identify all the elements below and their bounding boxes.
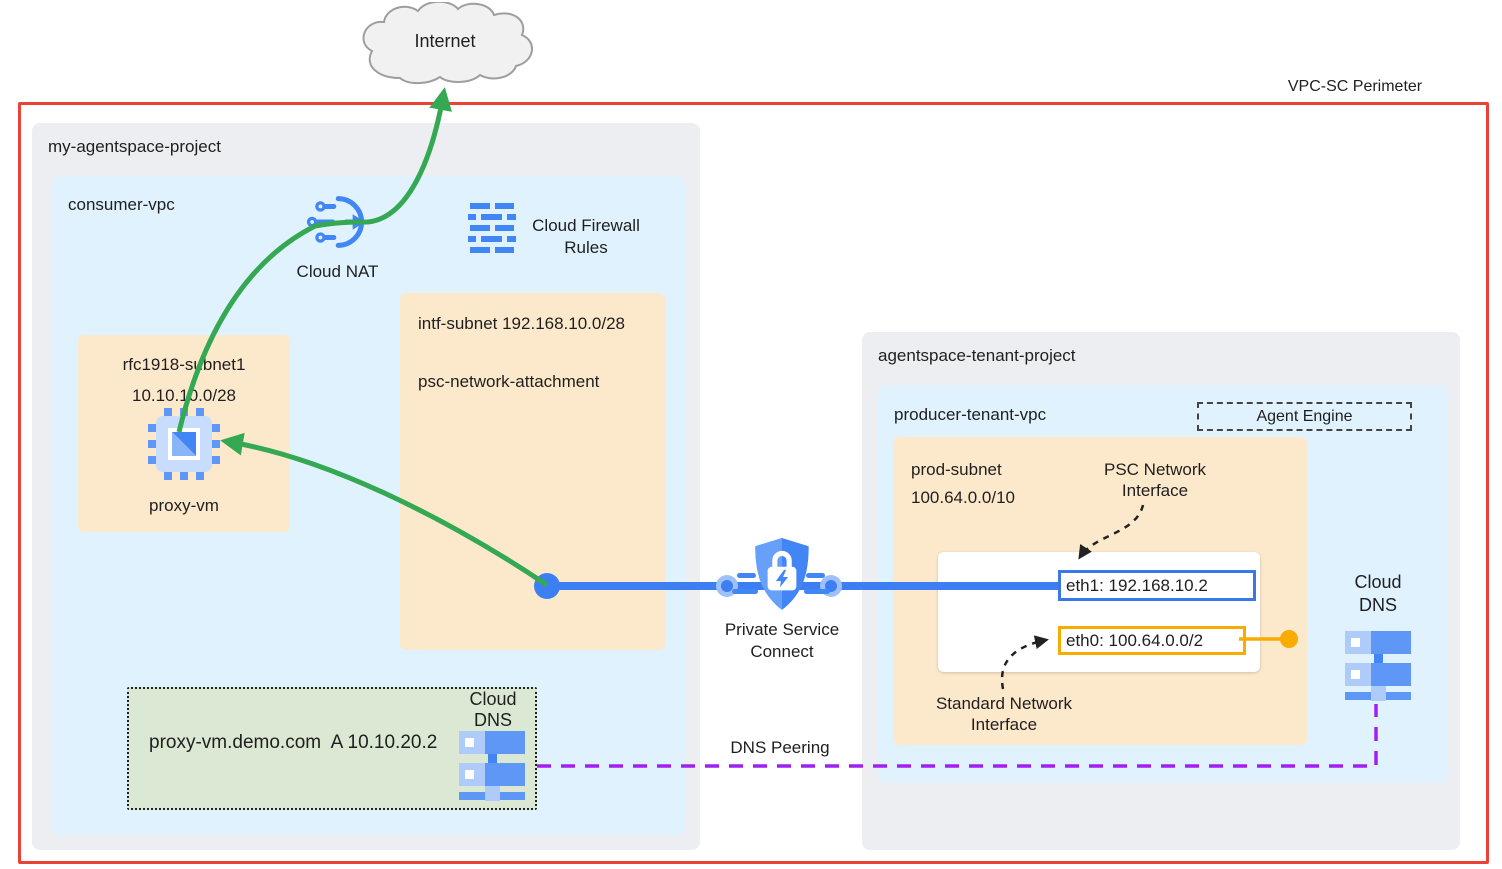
tenant-cloud-dns-label: Cloud DNS — [1337, 571, 1419, 617]
psc-nic-annotation-line1: PSC Network — [1103, 460, 1207, 479]
rfc1918-subnet-cidr: 10.10.10.0/28 — [132, 386, 236, 405]
internet-cloud-icon — [350, 2, 542, 86]
intf-subnet-label: intf-subnet 192.168.10.0/28 — [418, 314, 625, 333]
tenant-cloud-dns-label-line1: Cloud — [1354, 572, 1402, 592]
private-service-connect-label-line1: Private Service — [724, 620, 840, 639]
psc-nic-annotation: PSC Network Interface — [1075, 459, 1235, 501]
dns-zone-cloud-dns-label-line2: DNS — [473, 710, 512, 730]
internet-label: Internet — [414, 31, 476, 51]
proxy-vm-label: proxy-vm — [149, 496, 219, 515]
dns-zone-cloud-dns-label-line1: Cloud — [469, 689, 517, 709]
private-service-connect-label: Private Service Connect — [711, 619, 853, 663]
consumer-vpc-title: consumer-vpc — [68, 195, 175, 214]
tenant-cloud-dns-label-line2: DNS — [1358, 595, 1397, 615]
cloud-dns-icon-left — [459, 731, 525, 802]
dns-private-zone-box: proxy-vm.demo.com A 10.10.20.2 Cloud DNS — [127, 687, 537, 810]
producer-tenant-vpc-title: producer-tenant-vpc — [894, 405, 1047, 424]
psc-network-attachment-label: psc-network-attachment — [418, 372, 600, 391]
cloud-nat-label: Cloud NAT — [296, 262, 379, 281]
firewall-rules-label-line2: Rules — [564, 238, 608, 257]
standard-nic-annotation-line2: Interface — [970, 715, 1038, 734]
dns-zone-cloud-dns-label: Cloud DNS — [429, 689, 557, 731]
firewall-rules-label-line1: Cloud Firewall — [532, 216, 640, 235]
prod-subnet-cidr: 100.64.0.0/10 — [911, 488, 1015, 507]
tenant-project-title: agentspace-tenant-project — [878, 346, 1076, 365]
rfc1918-subnet-name: rfc1918-subnet1 — [122, 355, 246, 374]
firewall-rules-icon — [468, 203, 516, 255]
vpc-sc-perimeter-box — [18, 102, 1489, 864]
private-service-connect-icon — [749, 536, 815, 614]
compute-vm-chip-icon — [148, 408, 220, 480]
eth0-interface-box: eth0: 100.64.0.0/2 — [1058, 626, 1246, 655]
prod-subnet-name: prod-subnet — [911, 460, 1002, 479]
cloud-nat-icon — [306, 192, 366, 252]
cloud-dns-icon-right — [1345, 631, 1411, 702]
standard-nic-annotation-line1: Standard Network — [935, 694, 1073, 713]
eth1-interface-box: eth1: 192.168.10.2 — [1058, 570, 1256, 601]
vpc-sc-perimeter-label: VPC-SC Perimeter — [1287, 78, 1423, 95]
private-service-connect-label-line2: Connect — [750, 642, 814, 661]
standard-nic-annotation: Standard Network Interface — [920, 693, 1088, 735]
consumer-project-title: my-agentspace-project — [48, 137, 221, 156]
intf-subnet-box: intf-subnet 192.168.10.0/28 psc-network-… — [400, 293, 665, 650]
psc-nic-annotation-line2: Interface — [1121, 481, 1189, 500]
dns-record-text: proxy-vm.demo.com A 10.10.20.2 — [149, 732, 438, 753]
agent-engine-frame: Agent Engine — [1197, 402, 1412, 431]
dns-peering-label: DNS Peering — [730, 738, 830, 757]
firewall-rules-label: Cloud Firewall Rules — [521, 215, 651, 259]
